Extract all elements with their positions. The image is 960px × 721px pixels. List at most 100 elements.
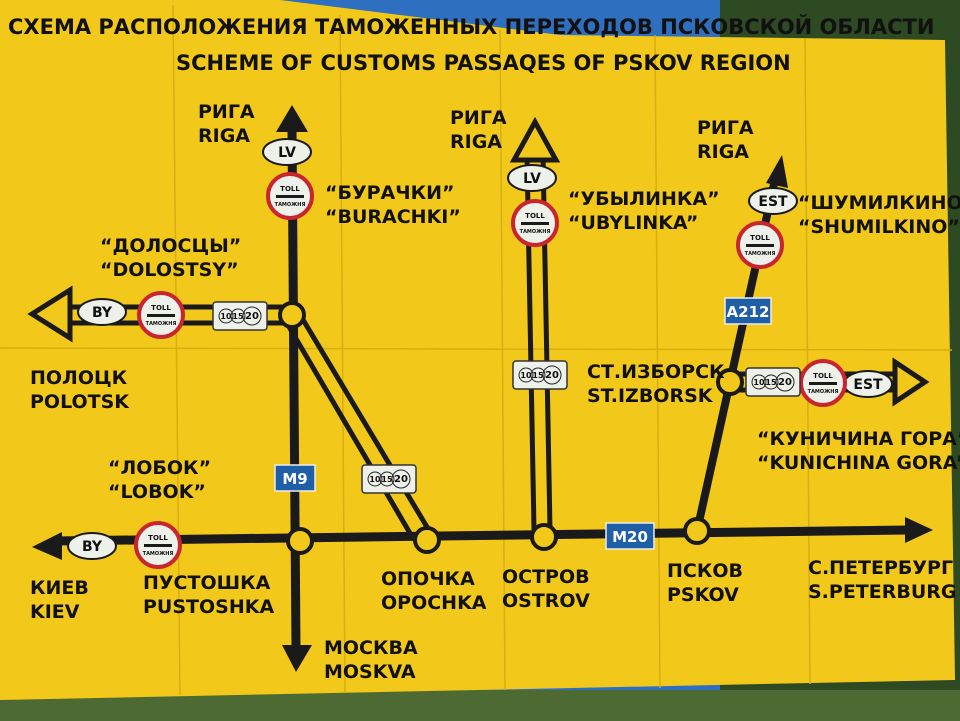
arrow-right-spb-icon: [905, 517, 933, 543]
place-label-opochka: ОПОЧКА: [381, 568, 475, 590]
place-label-burachki: “BURACHKI”: [325, 206, 461, 228]
speed-value: 20: [245, 311, 259, 322]
panel-seams: [0, 4, 953, 696]
speed-value: 20: [778, 377, 792, 388]
junctions: [278, 301, 744, 555]
place-label-spb: С.ПЕТЕРБУРГ: [808, 557, 953, 579]
place-label-pskov: ПСКОВ: [667, 560, 743, 582]
title-en: SCHEME OF CUSTOMS PASSAQES OF PSKOV REGI…: [176, 51, 791, 75]
toll-text: TOLL: [525, 212, 545, 220]
place-label-riga1: РИГА: [198, 101, 255, 123]
place-label-burachki: “БУРАЧКИ”: [325, 182, 455, 204]
junction-node: [278, 301, 306, 329]
place-label-shumilkino: “ШУМИЛКИНО”: [798, 192, 960, 214]
customs-text: ТАМОЖНЯ: [143, 551, 174, 557]
place-label-ubylinka: “UBYLINKA”: [568, 212, 698, 234]
country-code: EST: [758, 194, 788, 210]
route-number-plate: M9: [274, 464, 316, 492]
toll-text: TOLL: [280, 185, 300, 193]
country-code: LV: [523, 171, 541, 187]
place-label-pustoshka: ПУСТОШКА: [143, 572, 271, 594]
toll-text: TOLL: [750, 234, 770, 242]
place-label-lobok: “ЛОБОК”: [108, 457, 211, 479]
country-badge: EST: [843, 370, 893, 398]
arrow-right-est-icon: [892, 357, 930, 407]
speed-value: 15: [532, 371, 544, 380]
place-label-kiev: КИЕВ: [30, 577, 89, 599]
sign-board: [0, 0, 955, 700]
place-label-izborsk: СТ.ИЗБОРСК: [587, 361, 725, 383]
country-badge: LV: [507, 164, 557, 192]
place-label-moskva: MOSKVA: [324, 661, 416, 683]
country-badge: LV: [262, 138, 312, 166]
place-label-ostrov: OSTROV: [502, 590, 590, 612]
toll-text: TOLL: [813, 372, 833, 380]
place-label-pskov: PSKOV: [667, 584, 739, 606]
route-number-plate: M20: [605, 522, 655, 550]
toll-customs-sign: TOLL ТАМОЖНЯ: [137, 291, 185, 339]
customs-text: ТАМОЖНЯ: [275, 202, 306, 208]
toll-text: TOLL: [151, 304, 171, 312]
junction-node: [530, 523, 558, 551]
place-label-kiev: KIEV: [30, 601, 80, 623]
route-number: A212: [727, 303, 770, 321]
place-label-riga3: РИГА: [697, 117, 754, 139]
junction-node: [413, 526, 441, 554]
place-label-spb: S.PETERBURG: [808, 581, 957, 603]
junction-node: [716, 368, 744, 396]
country-badge: BY: [77, 298, 127, 326]
speed-value: 10: [220, 312, 232, 321]
toll-customs-sign: TOLL ТАМОЖНЯ: [266, 172, 314, 220]
country-code: LV: [278, 145, 296, 161]
arrow-up-riga-icon: [276, 105, 308, 132]
toll-customs-sign: TOLL ТАМОЖНЯ: [134, 521, 182, 569]
customs-text: ТАМОЖНЯ: [745, 251, 776, 257]
place-label-riga1: RIGA: [198, 125, 250, 147]
arrow-left-kiev-icon: [32, 532, 62, 560]
country-badge: EST: [748, 187, 798, 215]
place-label-riga2: RIGA: [450, 131, 502, 153]
place-label-lobok: “LOBOK”: [108, 481, 206, 503]
junction-node: [683, 517, 711, 545]
place-label-polotsk: ПОЛОЦК: [30, 367, 128, 389]
route-number-plate: A212: [724, 297, 772, 325]
speed-value: 10: [369, 475, 381, 484]
customs-text: ТАМОЖНЯ: [808, 389, 839, 395]
title-ru: СХЕМА РАСПОЛОЖЕНИЯ ТАМОЖЕННЫХ ПЕРЕХОДОВ …: [8, 14, 934, 39]
customs-text: ТАМОЖНЯ: [520, 229, 551, 235]
place-label-ostrov: ОСТРОВ: [502, 566, 590, 588]
country-code: EST: [853, 377, 883, 393]
speed-value: 10: [520, 371, 532, 380]
speed-value: 15: [765, 378, 777, 387]
customs-text: ТАМОЖНЯ: [146, 321, 177, 327]
place-label-ubylinka: “УБЫЛИНКА”: [568, 188, 720, 210]
arrow-up-riga3-icon: [766, 155, 788, 188]
place-label-kunichina: “КУНИЧИНА ГОРА”: [757, 428, 960, 450]
place-label-moskva: МОСКВА: [324, 637, 418, 659]
speed-value: 20: [394, 474, 408, 485]
speed-value: 15: [381, 475, 393, 484]
place-label-riga3: RIGA: [697, 141, 749, 163]
toll-customs-sign: TOLL ТАМОЖНЯ: [511, 199, 559, 247]
place-label-pustoshka: PUSTOSHKA: [143, 596, 274, 618]
arrows: [27, 105, 933, 672]
place-label-shumilkino: “SHUMILKINO”: [798, 216, 960, 238]
route-number: M20: [612, 528, 648, 546]
place-label-polotsk: POLOTSK: [30, 391, 130, 413]
place-label-dolostsy: “ДОЛОСЦЫ”: [100, 235, 241, 257]
toll-customs-sign: TOLL ТАМОЖНЯ: [736, 221, 784, 269]
place-label-riga2: РИГА: [450, 107, 507, 129]
junction-node: [286, 527, 314, 555]
toll-text: TOLL: [148, 534, 168, 542]
place-label-opochka: OPOCHKA: [381, 592, 487, 614]
country-code: BY: [92, 305, 113, 321]
arrow-down-moskva-icon: [282, 645, 312, 672]
arrow-up-riga2-icon: [509, 116, 561, 163]
speed-value: 10: [753, 378, 765, 387]
country-code: BY: [82, 539, 103, 555]
